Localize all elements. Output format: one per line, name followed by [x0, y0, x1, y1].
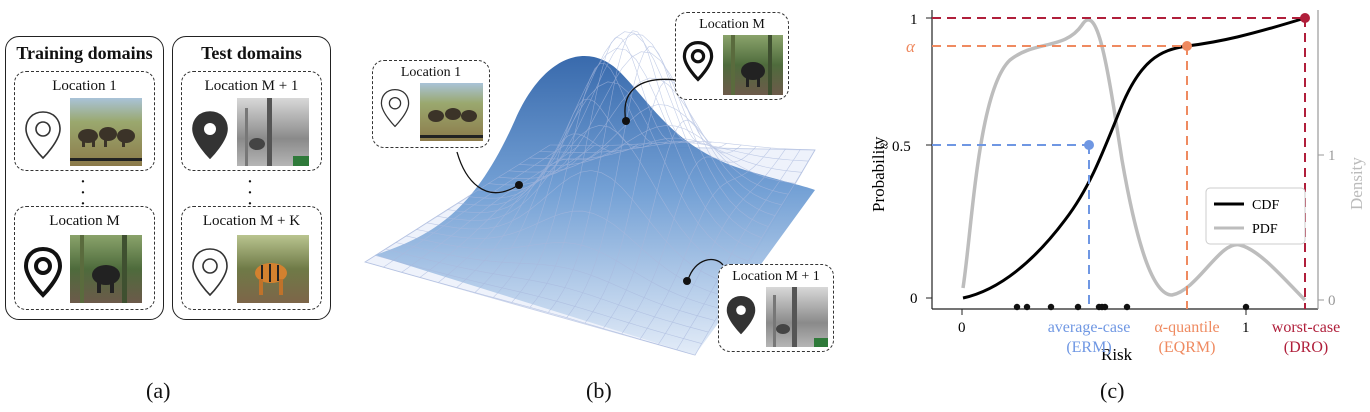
y2-tick-0: 0 — [1328, 293, 1336, 309]
worst-case-label: worst-case — [1272, 319, 1340, 336]
y-tick-alpha: α — [906, 37, 916, 56]
grayscale-forest-photo — [237, 98, 309, 166]
caption-c: (c) — [1100, 378, 1125, 403]
test-location-mk-card: Location M + K — [181, 206, 322, 310]
legend-pdf: PDF — [1252, 222, 1278, 237]
y-tick-half: ≈ 0.5 — [880, 139, 911, 155]
erm-label: (ERM) — [1066, 339, 1111, 356]
y-tick-0: 0 — [910, 291, 918, 307]
legend-box — [1205, 187, 1306, 245]
test-domains-title: Test domains — [201, 43, 302, 63]
location-pin-bold-icon — [24, 247, 62, 297]
cdf-curve — [962, 16, 1306, 300]
average-point — [1084, 140, 1094, 150]
location-label: Location M + 1 — [732, 269, 820, 284]
dro-label: (DRO) — [1284, 339, 1328, 356]
x-axis-label: Risk — [1101, 345, 1133, 364]
grayscale-forest-photo — [766, 287, 828, 347]
location-pin-filled-icon — [726, 295, 756, 335]
elephant-forest-photo — [723, 35, 783, 95]
pdf-curve — [961, 18, 1307, 302]
legend-cdf: CDF — [1252, 198, 1279, 213]
caption-b: (b) — [586, 378, 612, 403]
location-label: Location 1 — [52, 78, 117, 94]
location-pin-bold-icon — [682, 40, 714, 82]
training-location-m-card: Location M — [14, 206, 155, 310]
location-pin-outline-icon — [192, 248, 228, 296]
location-label: Location 1 — [400, 65, 462, 80]
risk-surface-plot — [363, 30, 816, 356]
callout-location-m1: Location M + 1 — [718, 264, 834, 352]
location-label: Location M + 1 — [204, 78, 299, 94]
x-tick-1: 1 — [1242, 320, 1250, 336]
location-label: Location M — [49, 213, 120, 229]
quantile-label: α-quantile — [1154, 319, 1219, 336]
training-domains-panel: Training domains Location 1 ··· Location… — [5, 36, 164, 320]
location-label: Location M — [699, 17, 765, 32]
risk-samples — [1013, 303, 1250, 311]
elephants-photo — [70, 98, 142, 166]
elephant-forest-photo — [70, 235, 142, 303]
risk-cdf-pdf-plot: 1 α ≈ 0.5 0 0 1 1 0 Probability Density … — [869, 10, 1366, 364]
callout-location-1: Location 1 — [372, 60, 490, 148]
y-axis-label: Probability — [869, 136, 888, 212]
location-label: Location M + K — [202, 213, 301, 229]
ellipsis-dots: ··· — [246, 171, 254, 215]
tiger-photo — [237, 235, 309, 303]
y2-tick-1: 1 — [1328, 148, 1336, 164]
quantile-point — [1182, 41, 1192, 51]
eqrm-label: (EQRM) — [1159, 339, 1216, 356]
x-tick-0: 0 — [958, 320, 966, 336]
elephants-photo — [420, 83, 483, 141]
caption-a: (a) — [146, 378, 171, 403]
worst-case-point — [1300, 13, 1310, 23]
callout-location-m: Location M — [675, 12, 789, 100]
location-pin-outline-icon — [25, 111, 61, 159]
test-location-m1-card: Location M + 1 — [181, 71, 322, 171]
location-pin-filled-icon — [192, 111, 228, 159]
test-domains-panel: Test domains Location M + 1 ··· Location… — [172, 36, 331, 320]
training-location-1-card: Location 1 — [14, 71, 155, 171]
ellipsis-dots: ··· — [79, 171, 87, 215]
surface-hump — [375, 55, 815, 355]
y-tick-1: 1 — [910, 12, 918, 28]
training-domains-title: Training domains — [16, 43, 153, 63]
average-case-label: average-case — [1048, 319, 1131, 336]
y2-axis-label: Density — [1347, 157, 1366, 210]
location-pin-outline-icon — [380, 88, 410, 128]
